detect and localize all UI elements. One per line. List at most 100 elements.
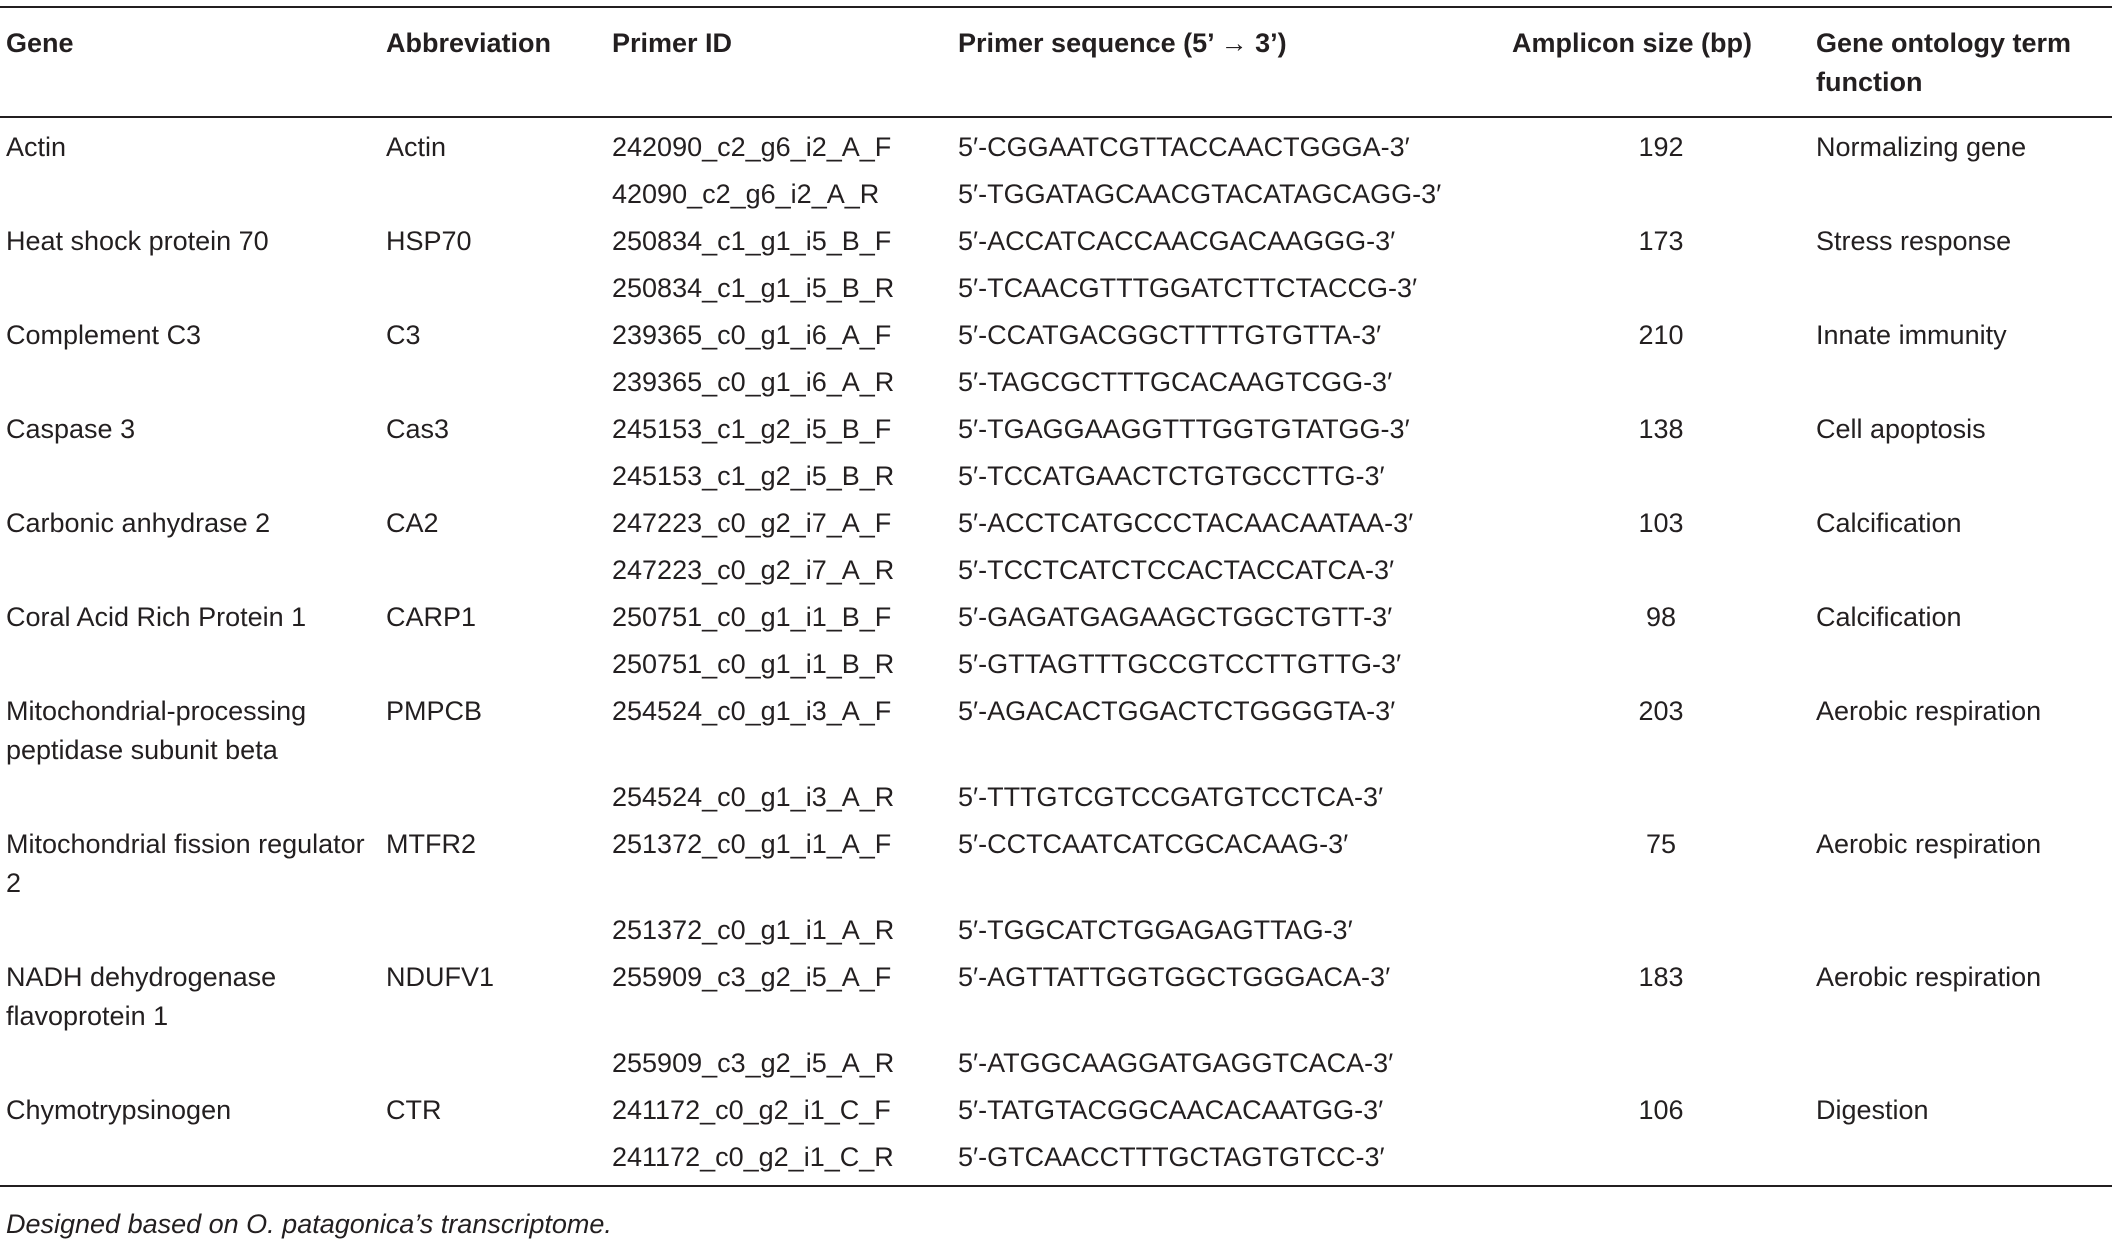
cell-gene: Chymotrypsinogen — [6, 1095, 232, 1125]
header-primer-sequence: Primer sequence (5’ → 3’) — [958, 28, 1287, 58]
cell-primer-sequence: 5′-CCTCAATCATCGCACAAG-3′ — [958, 829, 1349, 859]
cell-primer-sequence: 5′-CCATGACGGCTTTTGTGTTA-3′ — [958, 320, 1382, 350]
cell-primer-id: 251372_c0_g1_i1_A_F — [612, 829, 892, 859]
primer-table: Gene Abbreviation Primer ID Primer seque… — [0, 6, 2112, 1187]
cell-amplicon-size — [1506, 547, 1810, 594]
cell-go-term — [1810, 171, 2112, 218]
table-body: Actin Actin 242090_c2_g6_i2_A_F 5′-CGGAATCG… — [0, 117, 2112, 1186]
cell-primer-sequence: 5′-ATGGCAAGGATGAGGTCACA-3′ — [958, 1048, 1394, 1078]
header-abbreviation: Abbreviation — [386, 28, 552, 58]
table-footnote: Designed based on O. patagonica’s transc… — [6, 1209, 612, 1239]
cell-primer-id: 250751_c0_g1_i1_B_F — [612, 602, 892, 632]
cell-primer-id: 247223_c0_g2_i7_A_F — [612, 508, 892, 538]
cell-go-term: Normalizing gene — [1816, 132, 2027, 162]
cell-gene: Actin — [6, 132, 67, 162]
cell-primer-sequence: 5′-TGAGGAAGGTTTGGTGTATGG-3′ — [958, 414, 1410, 444]
cell-amplicon-size — [1506, 453, 1810, 500]
cell-primer-id: 242090_c2_g6_i2_A_F — [612, 132, 892, 162]
cell-amplicon-size — [1506, 641, 1810, 688]
cell-abbreviation — [380, 1040, 606, 1087]
table-row: Actin Actin 242090_c2_g6_i2_A_F 5′-CGGAATCG… — [0, 117, 2112, 171]
table-row: 254524_c0_g1_i3_A_R 5′-TTTGTCGTCCGATGTCCT… — [0, 774, 2112, 821]
table-row: Mitochondrial-processing peptidase subun… — [0, 688, 2112, 774]
cell-abbreviation: Actin — [386, 132, 447, 162]
cell-abbreviation — [380, 453, 606, 500]
table-row: 255909_c3_g2_i5_A_R 5′-ATGGCAAGGATGAGGTCA… — [0, 1040, 2112, 1087]
cell-primer-sequence: 5′-TGGATAGCAACGTACATAGCAGG-3′ — [958, 179, 1442, 209]
cell-gene — [0, 359, 380, 406]
cell-gene: Heat shock protein 70 — [6, 226, 269, 256]
cell-amplicon-size: 75 — [1645, 829, 1677, 859]
cell-gene — [0, 547, 380, 594]
cell-abbreviation — [380, 1134, 606, 1186]
cell-gene: Mitochondrial-processing peptidase subun… — [6, 696, 307, 765]
cell-gene — [0, 907, 380, 954]
cell-gene: Mitochondrial fission regulator 2 — [6, 829, 365, 898]
cell-gene — [0, 453, 380, 500]
cell-go-term — [1810, 907, 2112, 954]
cell-gene — [0, 1040, 380, 1087]
cell-go-term — [1810, 1040, 2112, 1087]
cell-go-term — [1810, 641, 2112, 688]
table-row: Chymotrypsinogen CTR 241172_c0_g2_i1_C_F 5′… — [0, 1087, 2112, 1134]
cell-amplicon-size: 183 — [1638, 962, 1684, 992]
cell-go-term: Aerobic respiration — [1816, 962, 2042, 992]
cell-amplicon-size: 210 — [1638, 320, 1684, 350]
cell-primer-sequence: 5′-ACCTCATGCCCTACAACAATAA-3′ — [958, 508, 1414, 538]
cell-primer-id: 247223_c0_g2_i7_A_R — [612, 555, 895, 585]
cell-abbreviation: CARP1 — [386, 602, 477, 632]
cell-primer-sequence: 5′-TCAACGTTTGGATCTTCTACCG-3′ — [958, 273, 1418, 303]
cell-primer-id: 42090_c2_g6_i2_A_R — [612, 179, 880, 209]
cell-gene: Coral Acid Rich Protein 1 — [6, 602, 307, 632]
cell-amplicon-size: 106 — [1638, 1095, 1684, 1125]
cell-primer-sequence: 5′-TATGTACGGCAACACAATGG-3′ — [958, 1095, 1384, 1125]
cell-go-term: Aerobic respiration — [1816, 696, 2042, 726]
cell-abbreviation: C3 — [386, 320, 421, 350]
cell-go-term: Stress response — [1816, 226, 2012, 256]
cell-primer-sequence: 5′-ACCATCACCAACGACAAGGG-3′ — [958, 226, 1396, 256]
cell-amplicon-size — [1506, 171, 1810, 218]
cell-amplicon-size: 138 — [1638, 414, 1684, 444]
table-row: Coral Acid Rich Protein 1 CARP1 250751_c0_… — [0, 594, 2112, 641]
cell-abbreviation: MTFR2 — [386, 829, 476, 859]
cell-primer-id: 251372_c0_g1_i1_A_R — [612, 915, 895, 945]
cell-primer-sequence: 5′-CGGAATCGTTACCAACTGGGA-3′ — [958, 132, 1410, 162]
cell-gene — [0, 265, 380, 312]
table-row: Mitochondrial fission regulator 2 MTFR2 25… — [0, 821, 2112, 907]
cell-abbreviation — [380, 265, 606, 312]
header-primer-id: Primer ID — [612, 28, 733, 58]
cell-go-term: Cell apoptosis — [1816, 414, 1986, 444]
cell-abbreviation — [380, 359, 606, 406]
cell-gene: NADH dehydrogenase flavoprotein 1 — [6, 962, 277, 1031]
cell-gene — [0, 171, 380, 218]
cell-abbreviation — [380, 171, 606, 218]
cell-gene — [0, 1134, 380, 1186]
cell-go-term — [1810, 453, 2112, 500]
cell-primer-sequence: 5′-AGTTATTGGTGGCTGGGACA-3′ — [958, 962, 1391, 992]
cell-primer-sequence: 5′-TTTGTCGTCCGATGTCCTCA-3′ — [958, 782, 1384, 812]
cell-amplicon-size — [1506, 1134, 1810, 1186]
cell-go-term — [1810, 359, 2112, 406]
cell-go-term — [1810, 265, 2112, 312]
cell-primer-sequence: 5′-AGACACTGGACTCTGGGGTA-3′ — [958, 696, 1396, 726]
cell-gene: Complement C3 — [6, 320, 202, 350]
cell-abbreviation: CTR — [386, 1095, 442, 1125]
cell-primer-id: 241172_c0_g2_i1_C_F — [612, 1095, 891, 1125]
cell-amplicon-size — [1506, 907, 1810, 954]
cell-primer-id: 241172_c0_g2_i1_C_R — [612, 1142, 894, 1172]
cell-primer-id: 254524_c0_g1_i3_A_R — [612, 782, 895, 812]
cell-primer-sequence: 5′-TAGCGCTTTGCACAAGTCGG-3′ — [958, 367, 1393, 397]
cell-amplicon-size: 192 — [1638, 132, 1684, 162]
cell-go-term: Calcification — [1816, 602, 1962, 632]
cell-primer-id: 255909_c3_g2_i5_A_R — [612, 1048, 895, 1078]
cell-primer-id: 245153_c1_g2_i5_B_F — [612, 414, 892, 444]
